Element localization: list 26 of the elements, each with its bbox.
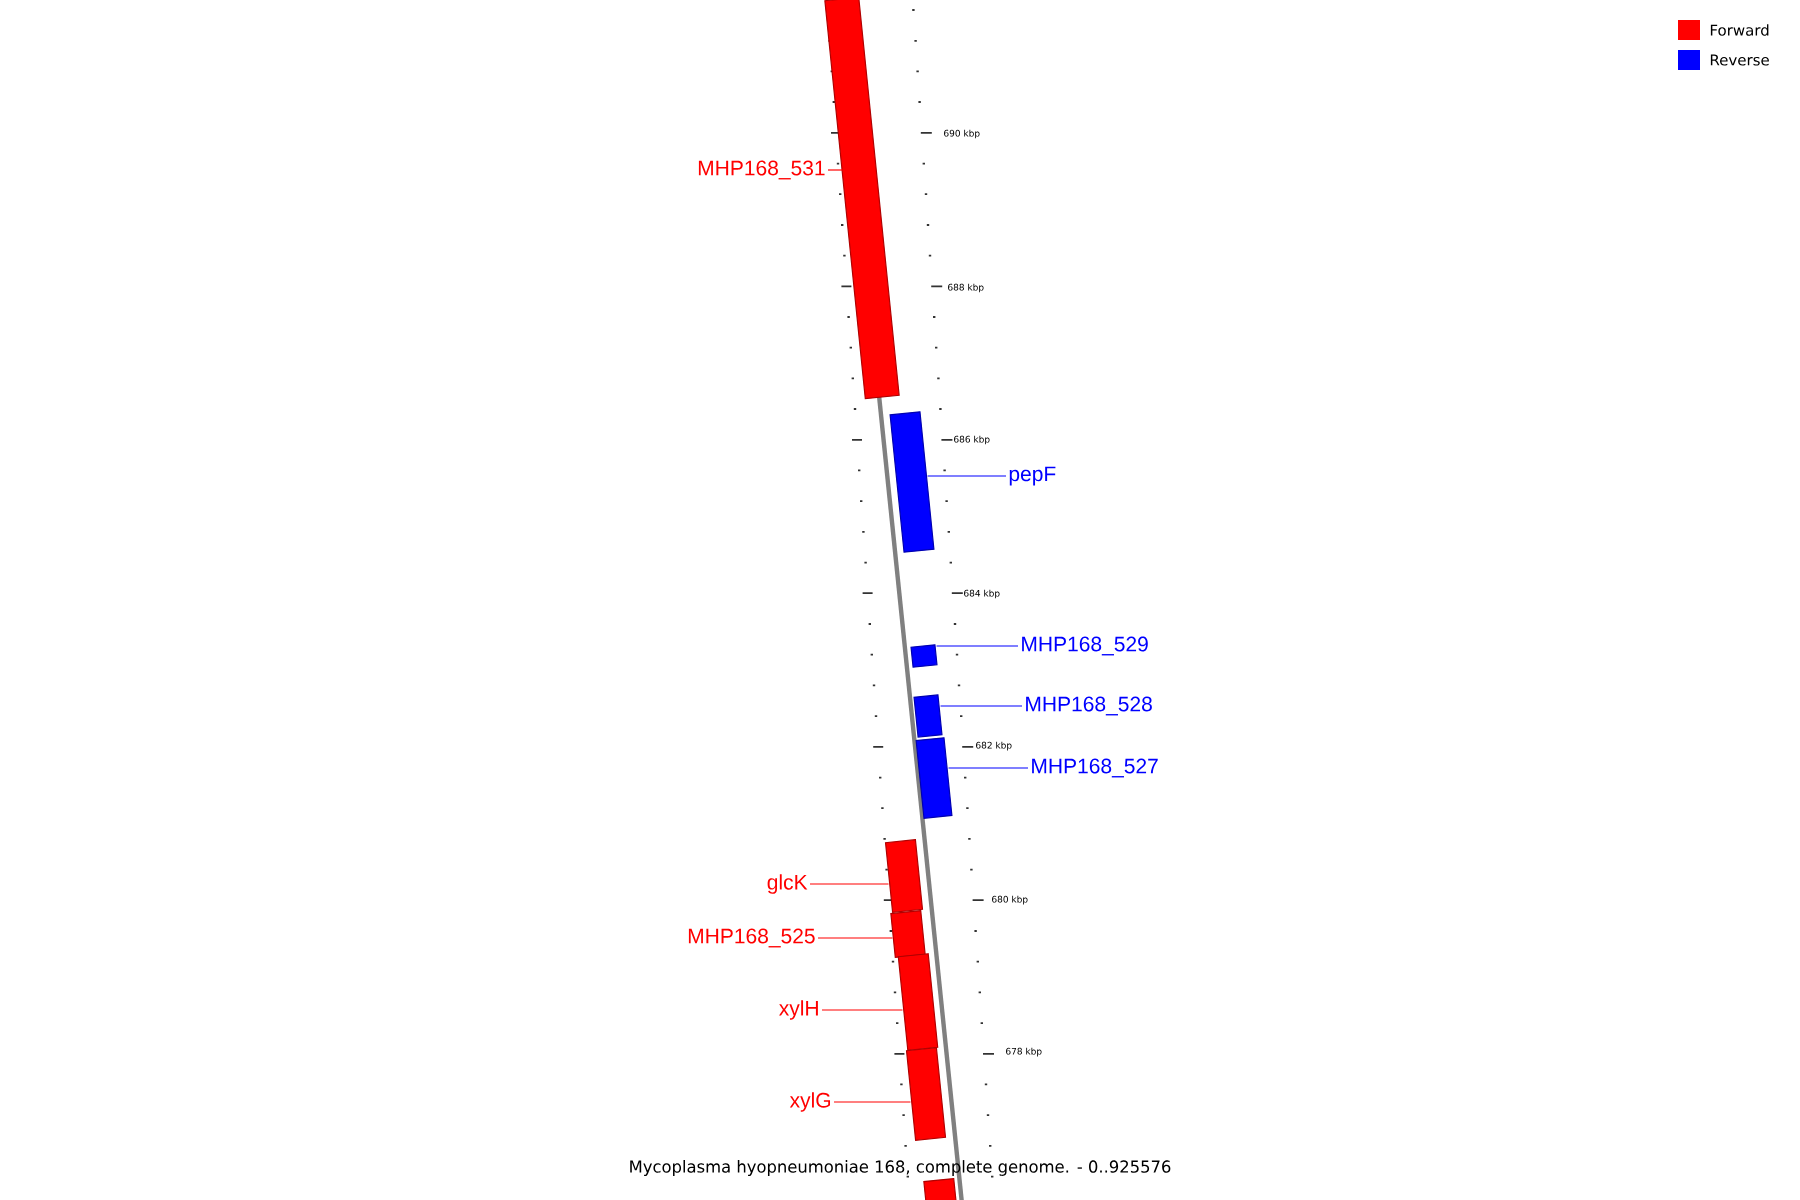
leader-line (817, 937, 894, 939)
leader-line (827, 169, 846, 171)
gene-bar (913, 694, 943, 738)
gene-label: MHP168_525 (688, 928, 815, 948)
gene-label: MHP168_527 (1032, 758, 1158, 778)
gene-label: glcK (767, 874, 808, 894)
gene-bar (905, 1047, 947, 1141)
gene-label: xylH (779, 1000, 818, 1020)
leader-line (939, 705, 1023, 707)
gene-label: MHP168_531 (698, 160, 825, 180)
gene-label: xylG (789, 1092, 830, 1112)
gene-bar (889, 411, 935, 553)
gene-bar (884, 839, 924, 913)
leader-line (926, 475, 1007, 477)
gene-bar (910, 644, 938, 668)
gene-bar (824, 0, 900, 400)
gene-label: pepF (1009, 466, 1056, 486)
gene-label: MHP168_528 (1026, 696, 1152, 716)
leader-line (935, 645, 1019, 647)
gene-label: MHP168_529 (1022, 636, 1148, 656)
gene-bar (923, 1177, 957, 1200)
leader-line (821, 1009, 904, 1011)
caption: Mycoplasma hyopneumoniae 168, complete genome. - 0..925576 (630, 1160, 1171, 1176)
leader-line (947, 767, 1029, 769)
leader-line (809, 883, 890, 885)
leader-line (833, 1101, 912, 1103)
